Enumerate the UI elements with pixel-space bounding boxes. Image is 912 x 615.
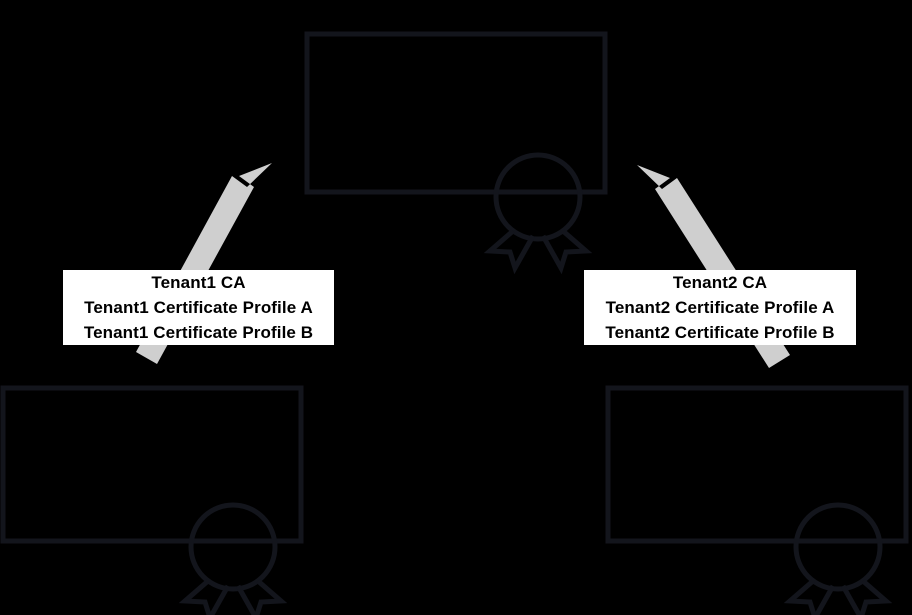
tenant2-ca-label: Tenant2 CA — [672, 273, 768, 292]
tenant2-label-box: Tenant2 CA Tenant2 Certificate Profile A… — [584, 270, 856, 345]
tenant1-profile-b-label: Tenant1 Certificate Profile B — [83, 323, 314, 342]
tenant1-profile-a-label: Tenant1 Certificate Profile A — [84, 298, 313, 317]
certificate-icon — [605, 385, 909, 615]
tenant1-label-box: Tenant1 CA Tenant1 Certificate Profile A… — [63, 270, 334, 345]
certificate-icon — [0, 385, 304, 615]
tenant2-profile-b-label: Tenant2 Certificate Profile B — [605, 323, 835, 342]
tenant2-profile-a-label: Tenant2 Certificate Profile A — [605, 298, 835, 317]
tenant1-ca-label: Tenant1 CA — [151, 273, 246, 292]
certificate-icon — [304, 31, 608, 275]
